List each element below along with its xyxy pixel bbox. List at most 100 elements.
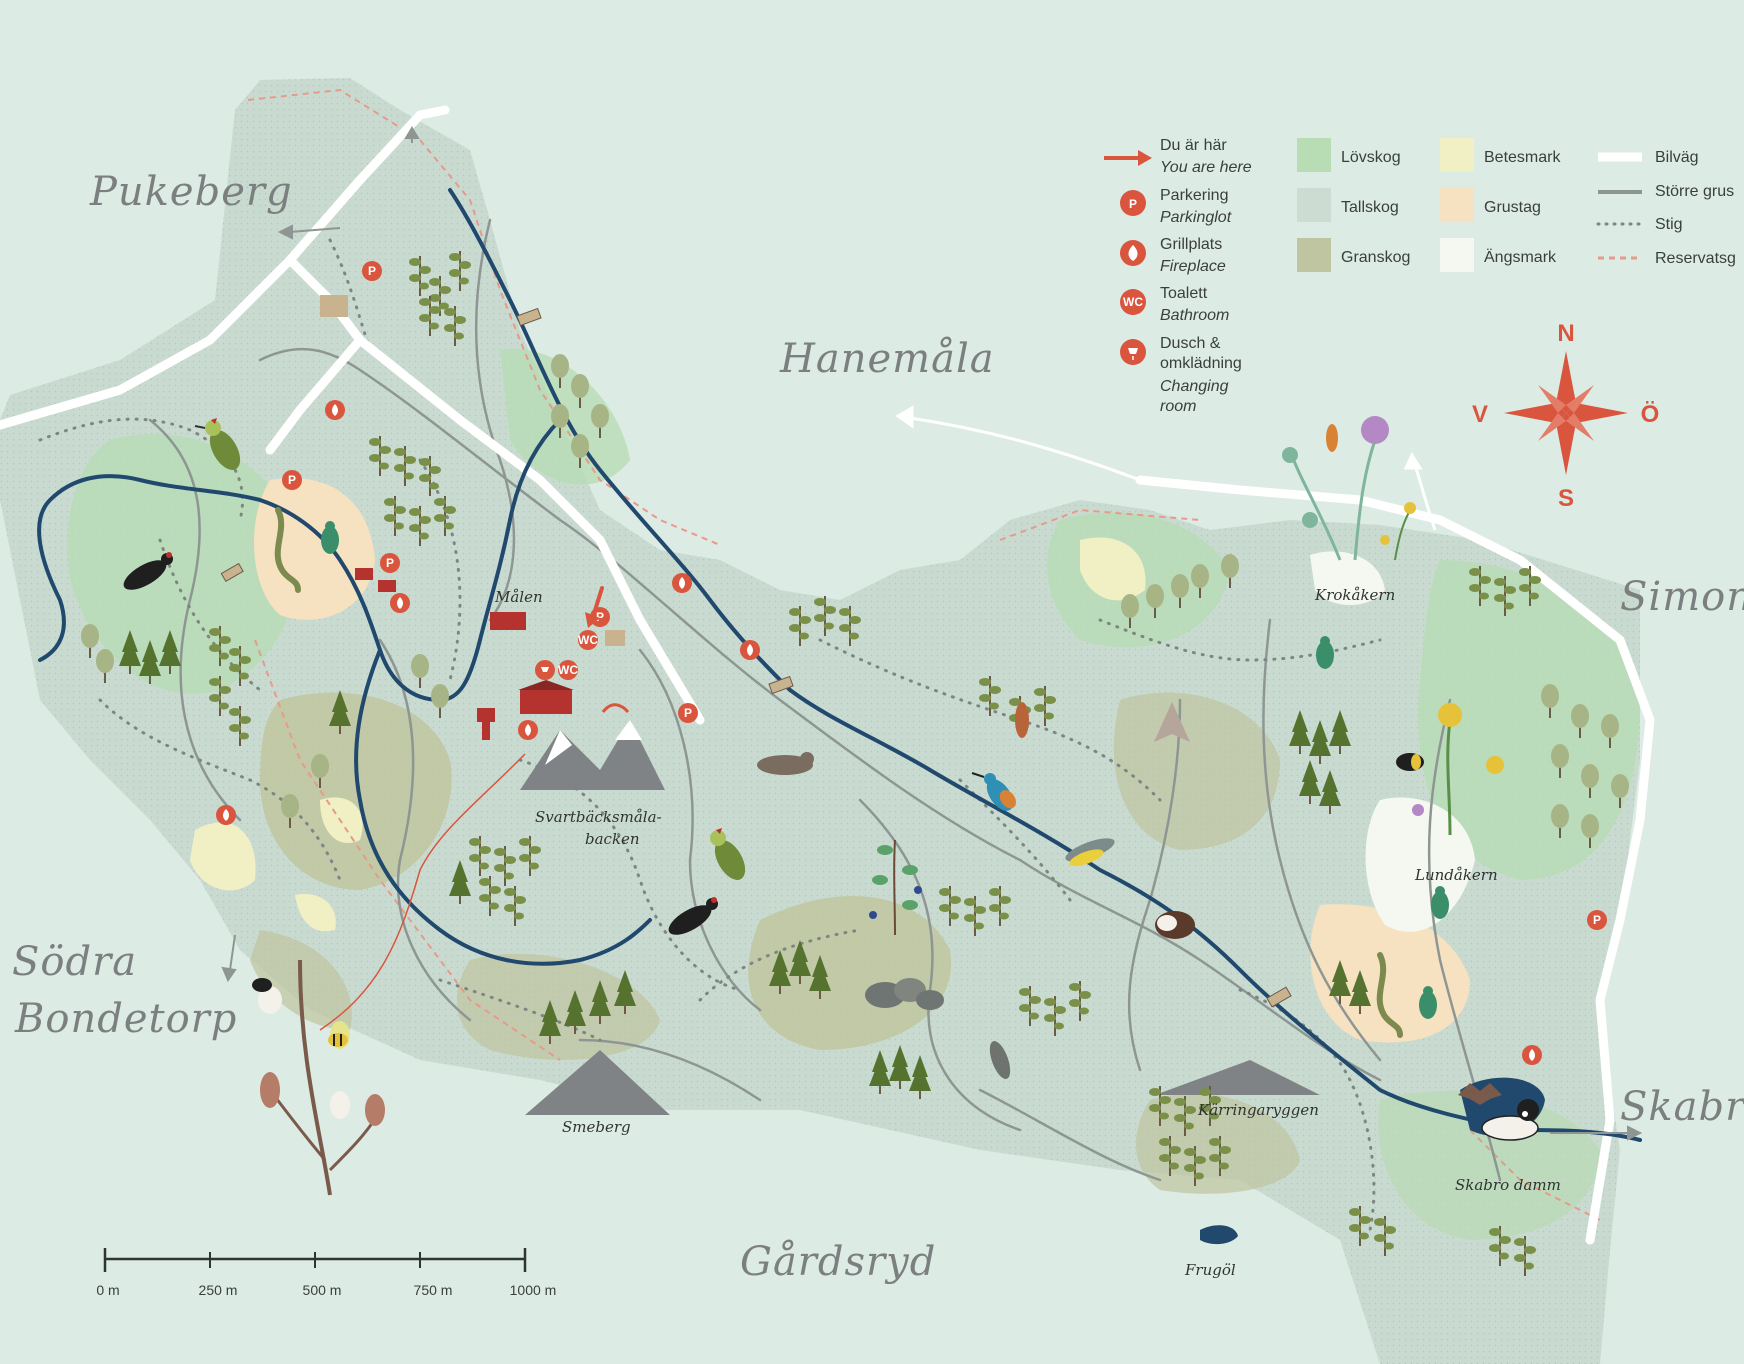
svg-text:Fireplace: Fireplace [1160,258,1226,275]
place-skabro: Skabro [1620,1084,1744,1130]
wc-marker: WC [558,660,578,680]
svg-text:Grustag: Grustag [1484,199,1541,216]
svg-text:Changing: Changing [1160,378,1229,395]
shower-icon [1120,339,1146,365]
flamingo-icon [601,703,630,714]
parking-marker: P [282,470,302,490]
swatch-tallskog [1297,188,1331,222]
legend-you-are-here: Du är här You are here [1104,137,1252,176]
svg-text:Du är här: Du är här [1160,137,1227,154]
label-frugol: Frugöl [1184,1261,1236,1279]
svg-text:Parkering: Parkering [1160,187,1228,204]
svg-text:Reservatsg: Reservatsg [1655,250,1736,267]
compass-e: Ö [1641,401,1660,428]
svg-text:Bathroom: Bathroom [1160,307,1229,324]
beetle-icon-4 [1419,986,1437,1019]
svg-text:P: P [386,556,394,570]
white-direction-arrows [895,405,1437,531]
place-pukeberg: Pukeberg [89,169,293,215]
svg-text:WC: WC [558,663,578,677]
place-simon: Simon [1620,574,1744,620]
hawkweed-icon [1380,502,1416,561]
legend-shower: Dusch & omklädning Changing room [1120,335,1242,415]
lizard-icon [274,507,301,593]
wildlife [123,418,1539,1141]
thistle-icon [1282,416,1389,561]
svg-text:P: P [1593,913,1601,927]
nightjar-icon [757,752,814,775]
bee-icon-2 [252,978,272,992]
svg-text:Parkinglot: Parkinglot [1160,209,1232,226]
label-malen: Målen [494,588,543,606]
label-skabro-damm: Skabro damm [1455,1176,1561,1194]
black-woodpecker-icon [123,552,173,590]
poi-markers: P P P P P P WC WC [216,261,1607,1065]
blueberry-icon [869,839,922,936]
svg-text:Större grus: Större grus [1655,183,1734,200]
label-svartback-1: Svartbäcksmåla- [535,808,662,826]
label-krokakern: Krokåkern [1314,586,1395,604]
swatch-betesmark [1440,138,1474,172]
you-are-here-marker [590,586,604,622]
swatch-grustag [1440,188,1474,222]
bumblebee-icon [1396,753,1424,771]
plants [252,416,1504,1196]
scale-label-1000: 1000 m [510,1282,557,1298]
svg-text:Granskog: Granskog [1341,249,1410,266]
svg-text:P: P [684,706,692,720]
legend-fireplace: Grillplats Fireplace [1120,236,1226,275]
flower-stem-icon [1412,703,1504,836]
black-woodpecker-icon-2 [668,897,718,935]
wasp-icon [1326,424,1338,452]
parking-marker: P [380,553,400,573]
bee-icon [328,1033,348,1047]
place-gardsryd: Gårdsryd [740,1239,936,1285]
legend-bathroom: WC Toalett Bathroom [1120,285,1229,324]
scale-label-250: 250 m [199,1282,238,1298]
reserve-boundary [247,88,1601,1221]
vegetation-zones [67,348,1640,1240]
local-names: Målen Svartbäcksmåla- backen Smeberg Kär… [494,586,1561,1279]
bridges [220,307,1292,1008]
swatch-granskog [1297,238,1331,272]
beetle-icon-3 [1431,886,1449,919]
fireplace-marker [518,720,538,740]
svg-text:Toalett: Toalett [1160,285,1208,302]
compass-w: V [1472,401,1488,428]
bat-icon [1458,1083,1502,1105]
place-names: Pukeberg Hanemåla Simon Skabro Södra Bon… [12,169,1744,1285]
fireplace-marker [390,593,410,613]
scale-label-500: 500 m [303,1282,342,1298]
fireplace-marker [672,573,692,593]
wc-marker: WC [578,630,598,650]
legend-lines: Bilväg Större grus Stig Reservatsg [1596,149,1736,267]
fire-icon [1120,240,1146,266]
parking-marker: P [1587,910,1607,930]
svg-text:Bilväg: Bilväg [1655,149,1699,166]
woodpecker-bird-icon [194,418,241,470]
compass-rose: N S V Ö [1472,320,1659,512]
parking-icon: P [1120,190,1146,216]
longhorn-beetle-icon [989,1041,1011,1079]
label-svartback-2: backen [585,830,640,848]
fireplace-marker [740,640,760,660]
legend-areas: Lövskog Tallskog Granskog Betesmark Grus… [1297,138,1561,272]
label-lundakern: Lundåkern [1414,866,1498,884]
boulders [865,978,944,1010]
label-karringaryggen: Kärringaryggen [1197,1101,1319,1119]
compass-s: S [1558,485,1574,512]
you-are-here-arrowhead [585,612,600,628]
svg-text:omklädning: omklädning [1160,355,1242,372]
wc-icon: WC [1120,289,1146,315]
svg-text:P: P [288,473,296,487]
svg-text:WC: WC [578,633,598,647]
scale-label-0: 0 m [96,1282,119,1298]
buildings [320,295,625,740]
moth-icon [1154,702,1190,742]
legend: Du är här You are here P Parkering Parki… [1104,137,1736,415]
place-hanemala: Hanemåla [779,336,995,382]
fireplace-marker [1522,1045,1542,1065]
frugol-pond [1200,1225,1238,1245]
willow-branch-icon [258,959,385,1196]
